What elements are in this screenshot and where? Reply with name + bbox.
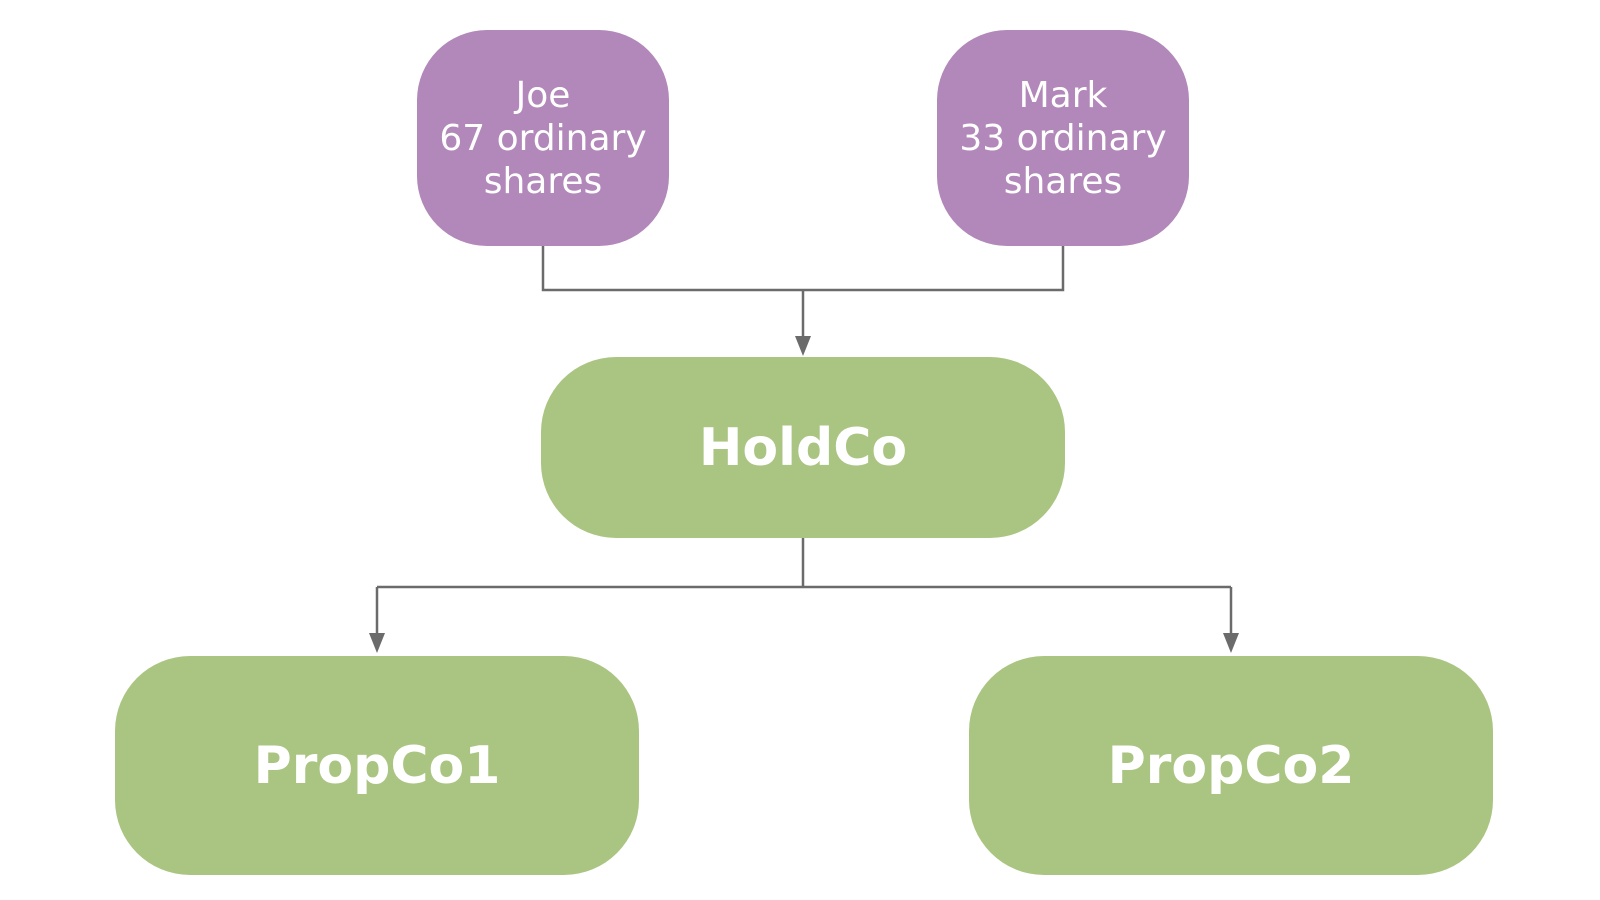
shareholder-mark: Mark 33 ordinary shares [937,30,1189,246]
connector-mark-to-bus [803,246,1065,292]
arrowhead-holdco-icon [795,336,811,356]
shareholder-shares-unit: shares [1003,160,1123,202]
arrowhead-propco1-icon [369,633,385,653]
subsidiary-propco2-node: PropCo2 [969,656,1493,875]
shareholder-shares: 67 ordinary [439,117,647,159]
holding-company-label: HoldCo [698,417,908,478]
connector-joe-to-bus [541,246,803,292]
shareholder-shares: 33 ordinary [959,117,1167,159]
shareholder-name: Mark [1018,74,1108,116]
arrowhead-propco2-icon [1223,633,1239,653]
shareholder-joe: Joe 67 ordinary shares [417,30,669,246]
holding-company-node: HoldCo [541,357,1065,538]
shareholder-name: Joe [515,74,571,116]
shareholder-shares-unit: shares [483,160,603,202]
subsidiary-propco1-node: PropCo1 [115,656,639,875]
subsidiary-label: PropCo1 [253,735,501,796]
subsidiary-label: PropCo2 [1107,735,1355,796]
